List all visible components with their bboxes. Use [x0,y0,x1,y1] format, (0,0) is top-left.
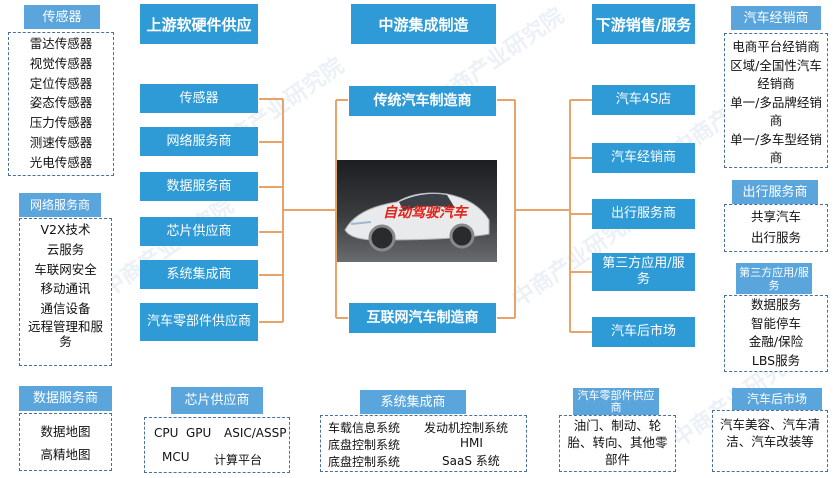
downstream-header: 下游销售/服务 [592,4,695,44]
downstream-item-mobility: 出行服务商 [592,199,695,229]
mobility-list: 共享汽车 出行服务 [724,206,828,248]
integrator-item: SaaS 系统 [442,454,500,468]
integrator-item: 发动机控制系统 [424,421,509,435]
parts-panel [559,415,676,472]
data-item: 高精地图 [40,447,91,462]
dealer-item: 单一/多品牌经销商 [730,94,822,129]
network-list: V2X技术 云服务 车联网安全 移动通讯 通信设备 远程管理和服务 [19,220,112,349]
sensor-item: 定位传感器 [29,75,93,91]
network-item: 通信设备 [40,301,91,317]
integrator-item: 车载信息系统 [328,421,401,435]
upstream-item-chip: 芯片供应商 [140,217,258,246]
parts-text: 油门、制动、轮胎、转向、其他零部件 [567,418,668,467]
dealer-item: 单一/多车型经销商 [730,131,822,166]
thirdparty-panel-title: 第三方应用/服务 [736,263,812,294]
chip-item: MCU [162,450,190,464]
aftermarket-panel [712,410,828,472]
sensor-item: 姿态传感器 [29,95,93,111]
downstream-item-4s: 汽车4S店 [592,85,695,115]
integrator-panel [320,415,527,472]
network-panel [19,218,112,366]
sensor-item: 测速传感器 [29,134,93,150]
thirdparty-panel [724,295,828,372]
dealer-item: 电商平台经销商 [732,39,820,54]
network-item: 远程管理和服务 [27,318,103,349]
mobility-item: 共享汽车 [750,209,801,224]
sensor-item: 光电传感器 [29,154,93,170]
chip-item: 计算平台 [214,453,263,467]
dealer-panel [724,33,828,168]
integrator-item: 底盘控制系统 [328,438,401,452]
thirdparty-item: LBS服务 [751,352,801,368]
upstream-item-integrator: 系统集成商 [140,260,258,289]
network-item: 车联网安全 [34,261,97,277]
downstream-item-dealer: 汽车经销商 [592,143,695,173]
thirdparty-item: 智能停车 [750,315,801,331]
data-list: 数据地图 高精地图 [19,420,112,466]
traditional-manufacturer: 传统汽车制造商 [349,86,496,116]
data-panel [19,413,112,471]
chip-grid: CPU GPU ASIC/ASSP MCU 计算平台 [144,417,290,473]
data-item: 数据地图 [40,424,91,439]
aftermarket-text: 汽车美容、汽车清洁、汽车改装等 [719,417,820,449]
mobility-panel [724,204,828,252]
mobility-panel-title: 出行服务商 [732,180,818,204]
integrator-grid: 车载信息系统 发动机控制系统 底盘控制系统 HMI 底盘控制系统 SaaS 系统 [320,415,527,472]
chip-item: CPU [154,426,179,440]
sensor-item: 视觉传感器 [29,55,93,71]
aftermarket-panel-title: 汽车后市场 [732,388,822,410]
dealer-list: 电商平台经销商 区域/全国性汽车经销商 单一/多品牌经销商 单一/多车型经销商 [728,38,824,168]
integrator-item: HMI [460,436,483,450]
thirdparty-item: 金融/保险 [748,334,804,349]
dealer-item: 区域/全国性汽车经销商 [730,57,822,92]
upstream-item-network: 网络服务商 [140,127,258,156]
upstream-header: 上游软硬件供应 [140,4,258,44]
thirdparty-item: 数据服务 [750,297,801,312]
chip-item: GPU [186,426,212,440]
downstream-item-aftermarket: 汽车后市场 [592,317,695,347]
mobility-item: 出行服务 [750,230,801,245]
internet-manufacturer: 互联网汽车制造商 [349,303,496,333]
downstream-item-thirdparty: 第三方应用/服务 [592,253,695,291]
network-item: 移动通讯 [40,281,91,297]
sensor-panel [8,32,114,176]
upstream-item-parts: 汽车零部件供应商 [140,303,258,341]
dealer-panel-title: 汽车经销商 [731,6,821,30]
data-panel-title: 数据服务商 [19,386,112,411]
midstream-header: 中游集成制造 [351,4,496,44]
chip-panel-title: 芯片供应商 [171,387,263,414]
network-item: V2X技术 [40,222,91,237]
car-icon [344,192,490,252]
chip-panel [144,417,290,473]
integrator-panel-title: 系统集成商 [360,390,466,414]
sensor-panel-title: 传感器 [24,5,100,29]
sensor-list: 雷达传感器 视觉传感器 定位传感器 姿态传感器 压力传感器 测速传感器 光电传感… [8,34,114,173]
sensor-item: 压力传感器 [29,115,93,131]
chip-item: ASIC/ASSP [224,426,287,440]
sensor-item: 雷达传感器 [29,36,93,51]
thirdparty-list: 数据服务 智能停车 金融/保险 LBS服务 [724,296,828,370]
network-item: 云服务 [46,241,85,257]
upstream-item-data: 数据服务商 [140,172,258,201]
upstream-item-sensor: 传感器 [140,84,258,113]
network-panel-title: 网络服务商 [19,193,101,217]
car-label: 自动驾驶汽车 [383,205,467,221]
parts-panel-title: 汽车零部件供应商 [573,388,659,415]
integrator-item: 底盘控制系统 [328,455,401,469]
car-image: 自动驾驶汽车 [337,160,497,262]
